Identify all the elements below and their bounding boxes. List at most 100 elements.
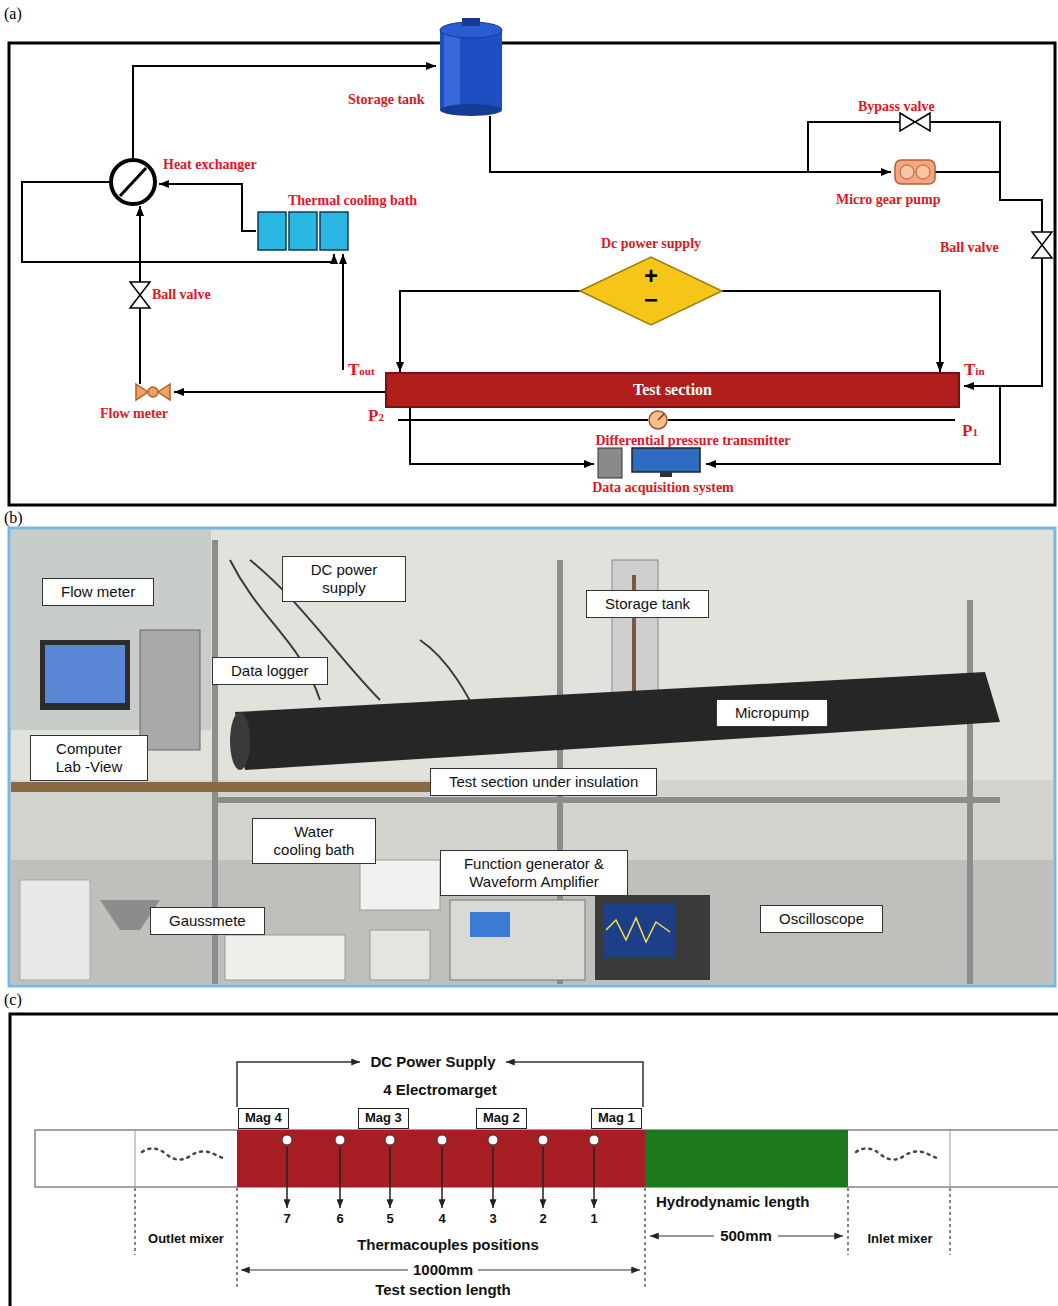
dimension-line xyxy=(236,1188,237,1290)
lab-equipment xyxy=(470,912,510,937)
pressure-gauge-icon xyxy=(649,411,667,429)
pressure-gauge-icon xyxy=(649,411,667,429)
thermocouple-dot xyxy=(282,1135,292,1145)
photo-label-box: Micropump xyxy=(716,699,828,727)
storage-tank-icon xyxy=(444,32,460,108)
photo-panel xyxy=(9,528,1055,986)
node-text: Mag 3 xyxy=(365,1110,402,1127)
photo-label-box: DC power supply xyxy=(282,556,406,602)
leader-arrow xyxy=(287,1147,594,1208)
dimension-line xyxy=(949,1188,950,1255)
thermocouple-dot xyxy=(538,1135,548,1145)
diagram-label: 4 xyxy=(438,1211,445,1226)
gear-pump-icon xyxy=(900,165,914,179)
valve-symbol xyxy=(1032,232,1052,245)
leader-arrow xyxy=(441,1147,443,1208)
rig-frame xyxy=(215,797,1000,803)
node-text: Water cooling bath xyxy=(271,823,357,859)
panel-letter: (b) xyxy=(4,508,23,527)
lab-equipment xyxy=(360,860,440,910)
computer-photo xyxy=(45,645,125,703)
storage-tank-photo xyxy=(612,560,658,710)
pipe-drawing xyxy=(35,1130,1058,1187)
panel-letter: (c) xyxy=(4,990,22,1009)
insulated-test-section xyxy=(230,672,1000,770)
photo-label-box: Flow meter xyxy=(42,578,154,606)
lab-equipment xyxy=(606,918,670,942)
node-text: Storage tank xyxy=(605,595,690,613)
section-panel xyxy=(10,1014,1058,1306)
node-text: Function generator & Waveform Amplifier xyxy=(459,855,609,891)
thermocouple-dot xyxy=(437,1135,447,1145)
power-bracket xyxy=(506,1062,643,1107)
diagram-label: Flow meter xyxy=(100,406,168,423)
diagram-label: Bypass valve xyxy=(858,99,935,116)
pipe-line xyxy=(133,66,436,158)
insulated-test-section xyxy=(235,672,1000,770)
leader-arrow xyxy=(542,1147,544,1208)
storage-tank-icon xyxy=(462,18,480,26)
pipe-line xyxy=(668,419,955,421)
computer-photo xyxy=(140,630,200,750)
computer-icon xyxy=(660,472,672,477)
lab-equipment xyxy=(20,880,90,980)
valve-symbol xyxy=(130,282,150,295)
valve-symbol xyxy=(900,113,915,131)
photo-label-box: Gaussmete xyxy=(150,907,265,935)
diagram-label: Hydrodynamic length xyxy=(656,1193,809,1210)
valve-symbol xyxy=(915,113,930,131)
diagram-label: Data acquisition system xyxy=(592,480,734,497)
diagram-label: Outlet mixer xyxy=(148,1231,224,1246)
node-text: Dc power supply xyxy=(576,236,726,252)
power-wire xyxy=(400,291,580,372)
pipe-drawing xyxy=(237,1130,645,1187)
node-text: Test section xyxy=(633,381,712,399)
pipe-drawing xyxy=(142,1148,226,1159)
node-text: DC power supply xyxy=(301,561,387,597)
node-text: Oscilloscope xyxy=(779,910,864,928)
panel-letter: (a) xyxy=(4,4,22,23)
pipe-line xyxy=(139,308,141,384)
diagram-label: Inlet mixer xyxy=(867,1231,932,1246)
cooling-bath-icon xyxy=(258,212,348,250)
pipe-line xyxy=(930,122,1000,172)
diagram-label: P2 xyxy=(368,406,384,426)
dimension-line xyxy=(778,1235,843,1236)
valve-symbol xyxy=(130,295,150,308)
diagram-label: Thermal cooling bath xyxy=(288,193,417,210)
pipe-line xyxy=(410,408,594,464)
cooling-bath-icon xyxy=(289,212,317,250)
thermocouple-dot xyxy=(335,1135,345,1145)
diagram-label: Micro gear pump xyxy=(836,192,940,209)
pipe-line xyxy=(935,171,1000,173)
lab-equipment xyxy=(370,930,430,980)
pipe-drawing xyxy=(35,1130,1058,1187)
diagram-label: Storage tank xyxy=(348,92,425,109)
node-text: Gaussmete xyxy=(169,912,246,930)
computer-icon xyxy=(632,448,700,472)
pipe-line xyxy=(342,254,344,370)
diagram-label: 7 xyxy=(283,1211,290,1226)
cables xyxy=(230,560,480,720)
flow-meter-icon xyxy=(136,384,170,400)
pipe-line xyxy=(22,66,1042,464)
dimension-line xyxy=(478,1269,640,1270)
lab-equipment xyxy=(595,895,710,980)
diagram-label: Ball valve xyxy=(940,240,999,257)
magnet-box: Mag 3 xyxy=(358,1108,409,1129)
gear-pump-icon xyxy=(916,165,930,179)
diagram-label: Heat exchanger xyxy=(163,157,257,174)
diagram-label: Ball valve xyxy=(152,287,211,304)
photo-panel xyxy=(11,530,1053,780)
computer-icon xyxy=(598,448,622,478)
leader-arrow xyxy=(389,1147,391,1208)
magnet-box: Mag 1 xyxy=(591,1108,642,1129)
diagram-label: 1000mm xyxy=(413,1261,473,1278)
pipe-line xyxy=(490,116,891,172)
dimension-line xyxy=(134,1188,135,1255)
diagram-label: 4 Electromarget xyxy=(383,1081,496,1098)
power-supply-diamond: Dc power supply+− xyxy=(576,236,726,330)
leader-arrow xyxy=(339,1147,341,1208)
power-wire xyxy=(722,291,940,372)
